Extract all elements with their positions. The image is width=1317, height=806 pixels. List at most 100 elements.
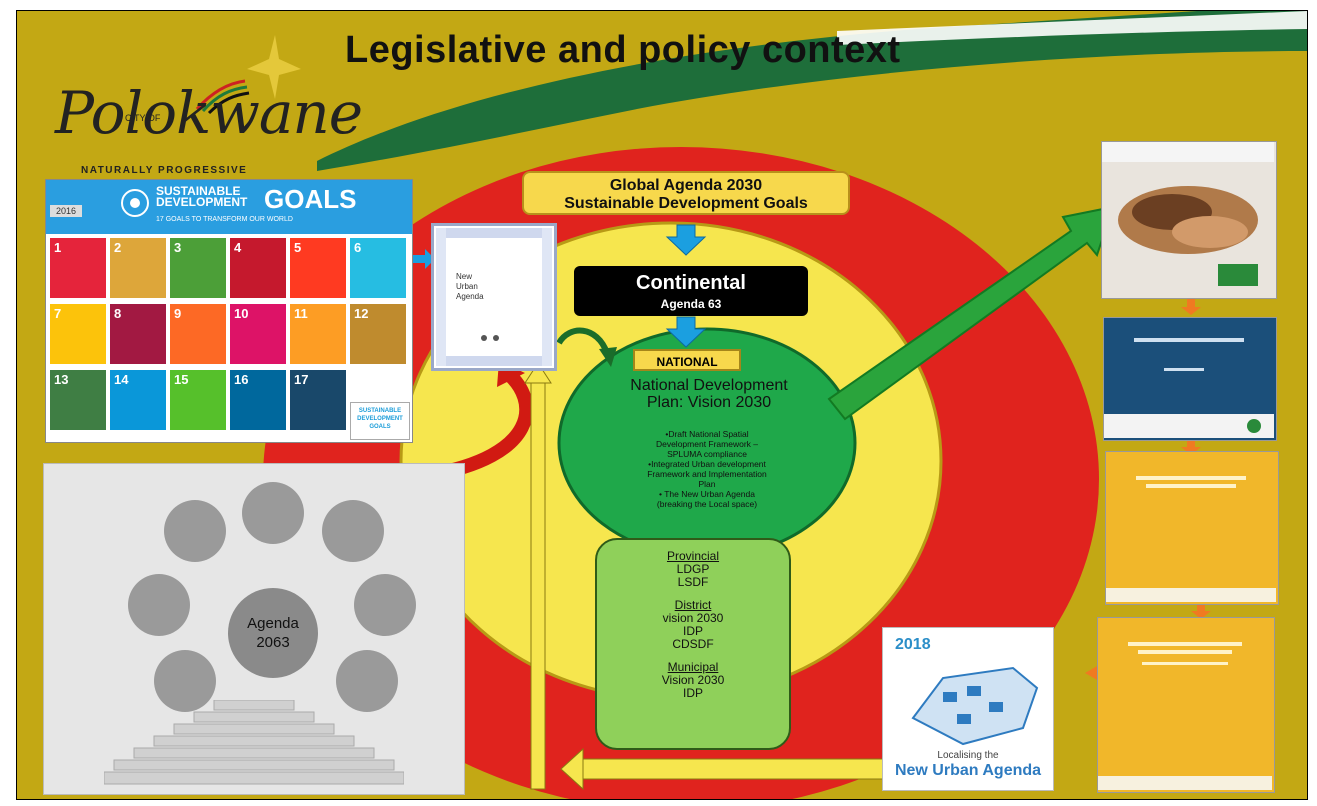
logo-wordmark: Polokwane bbox=[55, 79, 363, 147]
national-tag: NATIONAL bbox=[633, 349, 741, 371]
sdg-tile: 2 bbox=[110, 238, 166, 298]
logo-city-of: CITY OF bbox=[125, 113, 161, 123]
iudf-cover bbox=[1106, 476, 1276, 602]
nua-line3: Agenda bbox=[456, 292, 484, 301]
national-bullet-line: • The New Urban Agenda bbox=[659, 489, 755, 499]
municipal-item: Vision 2030 bbox=[661, 673, 725, 687]
draft-nsdf-thumbnail bbox=[1103, 317, 1277, 441]
agenda-node bbox=[128, 574, 190, 636]
green-curve-arrow bbox=[556, 327, 610, 355]
sdg-tile: 6 bbox=[350, 238, 406, 298]
national-title-line1: National Development bbox=[630, 377, 788, 394]
sdg-tile: 1 bbox=[50, 238, 106, 298]
national-bullet-line: Development Framework – bbox=[655, 439, 759, 449]
nua-cover-border-art bbox=[436, 228, 552, 366]
iudf-thumbnail bbox=[1105, 451, 1279, 605]
continental-line1: Continental bbox=[636, 272, 746, 294]
agenda-center: Agenda 2063 bbox=[228, 588, 318, 678]
sdg-tile: 7 bbox=[50, 304, 106, 364]
un-emblem-icon bbox=[121, 189, 149, 217]
sdg-tile: 5 bbox=[290, 238, 346, 298]
global-agenda-box: Global Agenda 2030 Sustainable Developme… bbox=[522, 171, 850, 215]
sdg-tile: 11 bbox=[290, 304, 346, 364]
sdg-closing-badge: SUSTAINABLE DEVELOPMENT GOALS bbox=[350, 402, 410, 440]
global-line2: Sustainable Development Goals bbox=[564, 195, 808, 212]
sdg-tile: 13 bbox=[50, 370, 106, 430]
sdg-subtitle: 17 GOALS TO TRANSFORM OUR WORLD bbox=[156, 216, 293, 223]
district-heading: District bbox=[674, 598, 712, 612]
national-bullet-line: •Draft National Spatial bbox=[665, 429, 749, 439]
agenda-node bbox=[164, 500, 226, 562]
sdg-tile: 15 bbox=[170, 370, 226, 430]
continental-box: Continental Agenda 63 bbox=[574, 266, 808, 316]
new-urban-agenda-cover: New Urban Agenda bbox=[431, 223, 557, 371]
national-bullet-line: •Integrated Urban development bbox=[648, 459, 766, 469]
district-item: vision 2030 bbox=[662, 611, 724, 625]
slide: Legislative and policy context CITY OF P… bbox=[16, 10, 1308, 800]
sdg-tile: 4 bbox=[230, 238, 286, 298]
nua-2018-year: 2018 bbox=[895, 636, 931, 653]
provincial-district-municipal-box: Provincial LDGP LSDF District vision 203… bbox=[595, 538, 791, 750]
sdg-tile: 17 bbox=[290, 370, 346, 430]
blue-arrow-down-1 bbox=[665, 224, 707, 256]
sdg-title-line2: DEVELOPMENT bbox=[156, 195, 248, 209]
provincial-heading: Provincial bbox=[666, 549, 720, 563]
sdg-goals-word: GOALS bbox=[264, 184, 357, 214]
sdg-tile: 16 bbox=[230, 370, 286, 430]
agenda-node bbox=[154, 650, 216, 712]
national-bullet-line: Plan bbox=[698, 479, 716, 489]
municipal-heading: Municipal bbox=[667, 660, 719, 674]
provincial-item: LSDF bbox=[677, 575, 709, 589]
sdg-tile: 9 bbox=[170, 304, 226, 364]
sdg-tile: 3 bbox=[170, 238, 226, 298]
sdg-tile: 12 bbox=[350, 304, 406, 364]
provincial-item: LDGP bbox=[676, 562, 710, 576]
agenda-node bbox=[322, 500, 384, 562]
sdg-title-line1: SUSTAINABLE bbox=[156, 184, 241, 198]
national-bullet-line: (breaking the Local space) bbox=[656, 499, 758, 509]
slide-title: Legislative and policy context bbox=[345, 29, 901, 71]
logo-tagline: NATURALLY PROGRESSIVE bbox=[81, 165, 248, 176]
nua-cover-text: New Urban Agenda bbox=[456, 272, 484, 302]
nua-2018-line1: Localising the bbox=[937, 750, 999, 761]
nua-line2: Urban bbox=[456, 282, 478, 291]
brush-stroke bbox=[317, 11, 1307, 171]
yellow-return-arrow bbox=[524, 362, 884, 791]
sdg-tile: 14 bbox=[110, 370, 166, 430]
nua-2018-line2: New Urban Agenda bbox=[894, 762, 1042, 779]
global-line1: Global Agenda 2030 bbox=[609, 177, 763, 194]
logo-star bbox=[195, 35, 301, 115]
national-bullet-line: SPLUMA compliance bbox=[667, 449, 747, 459]
orange-arrow-1 bbox=[1181, 299, 1201, 315]
agenda-center-line2: 2063 bbox=[256, 634, 290, 651]
sdg-year: 2016 bbox=[50, 205, 83, 217]
sdg-tile: 8 bbox=[110, 304, 166, 364]
agenda-node bbox=[354, 574, 416, 636]
hands-photo-thumbnail bbox=[1101, 141, 1277, 299]
national-title: National Development Plan: Vision 2030 bbox=[591, 377, 827, 411]
blue-arrow-right bbox=[413, 249, 435, 269]
district-item: CDSDF bbox=[672, 637, 714, 651]
hands-photo bbox=[1102, 142, 1274, 286]
agenda-center-line1: Agenda bbox=[247, 615, 299, 632]
agenda-2063-diagram: Agenda 2063 bbox=[43, 463, 465, 795]
continental-line2: Agenda 63 bbox=[660, 297, 722, 311]
draft-nsdf-cover bbox=[1104, 338, 1274, 438]
national-bullet-line: Framework and Implementation bbox=[647, 469, 767, 479]
sdg-tile: 10 bbox=[230, 304, 286, 364]
agenda-pyramid bbox=[104, 700, 404, 785]
iudf-implementation-cover bbox=[1098, 642, 1272, 790]
district-item: IDP bbox=[682, 624, 703, 638]
agenda-node bbox=[242, 482, 304, 544]
iudf-implementation-thumbnail bbox=[1097, 617, 1275, 793]
municipal-item: IDP bbox=[682, 686, 703, 700]
nua-line1: New bbox=[456, 272, 473, 281]
national-title-line2: Plan: Vision 2030 bbox=[646, 394, 772, 411]
agenda-node bbox=[336, 650, 398, 712]
orange-arrow-3 bbox=[1191, 603, 1211, 619]
city-map-illustration bbox=[911, 666, 1039, 746]
